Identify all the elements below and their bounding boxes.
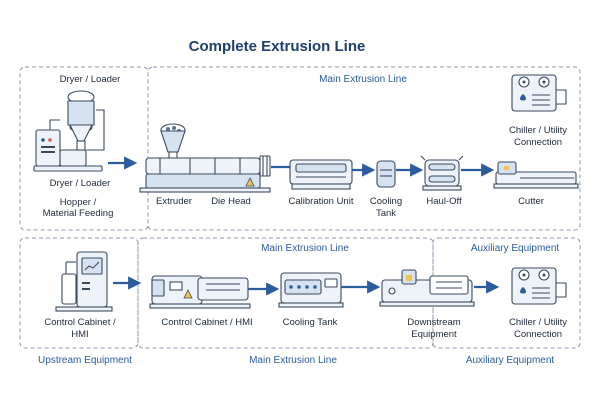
cooling-tank-label-line2: Tank (376, 208, 396, 219)
cooling-tank-label-line1: Cooling (370, 196, 402, 207)
hopper-label-line1: Hopper / (60, 197, 97, 208)
footer-upstream-label: Upstream Equipment (38, 355, 132, 366)
top-main-frame (147, 66, 581, 231)
footer-main-label: Main Extrusion Line (249, 355, 337, 366)
control-cabinet-label-line1: Control Cabinet / (44, 317, 116, 328)
calibration-unit-machine (289, 159, 353, 190)
top-upstream-frame (19, 66, 149, 231)
dryer-loader-machine (33, 90, 105, 172)
footer-auxiliary-label: Auxiliary Equipment (466, 355, 555, 366)
chiller-machine-top (511, 74, 567, 112)
control-cabinet-label-line2: HMI (71, 329, 88, 340)
haul-off-machine (420, 155, 464, 191)
cooling-tank-bottom-label: Cooling Tank (283, 317, 338, 328)
top-upstream-title: Dryer / Loader (60, 74, 121, 85)
die-head-label: Die Head (211, 196, 251, 207)
cooling-tank-machine (376, 160, 396, 188)
calibration-unit-label: Calibration Unit (289, 196, 354, 207)
cutter-label: Cutter (518, 196, 544, 207)
cooling-tank-bottom-machine (278, 272, 344, 308)
downstream-label-line1: Downstream (407, 317, 460, 328)
bottom-upstream-frame (19, 237, 139, 349)
bottom-main-frame (137, 237, 434, 349)
haul-off-label: Haul-Off (426, 196, 462, 207)
control-cabinet-hmi-label: Control Cabinet / HMI (161, 317, 252, 328)
chiller-label-bottom-line2: Connection (514, 329, 562, 340)
control-cabinet-machine (55, 251, 113, 312)
top-main-title: Main Extrusion Line (319, 74, 407, 85)
bottom-main-title: Main Extrusion Line (261, 243, 349, 254)
chiller-label-bottom-line1: Chiller / Utility (509, 317, 567, 328)
diagram-title: Complete Extrusion Line (189, 38, 366, 55)
hopper-label-line2: Material Feeding (43, 208, 114, 219)
chiller-machine-bottom (511, 267, 567, 305)
bottom-auxiliary-title: Auxiliary Equipment (471, 243, 560, 254)
chiller-label-top-line2: Connection (514, 137, 562, 148)
downstream-equipment-machine (379, 269, 475, 307)
downstream-label-line2: Equipment (411, 329, 457, 340)
extruder-machine (139, 123, 271, 193)
control-cabinet-hmi-machine (149, 275, 251, 309)
dryer-loader-label: Dryer / Loader (50, 178, 111, 189)
cutter-machine (493, 161, 579, 189)
extruder-label: Extruder (156, 196, 192, 207)
chiller-label-top-line1: Chiller / Utility (509, 125, 567, 136)
